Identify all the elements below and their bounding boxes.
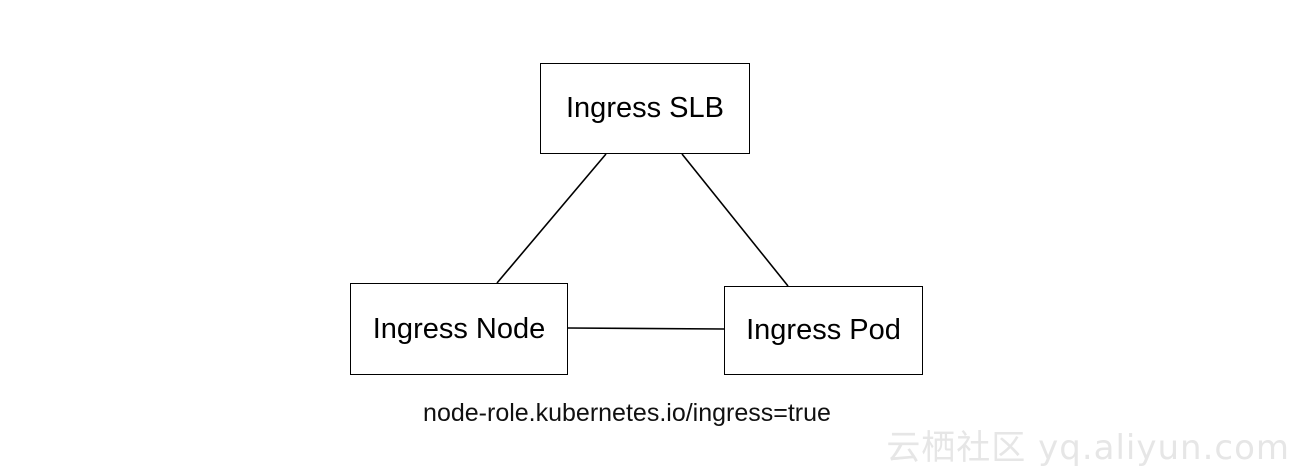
edge-slb-node bbox=[496, 153, 607, 284]
ingress-pod-box: Ingress Pod bbox=[724, 286, 923, 375]
ingress-slb-box: Ingress SLB bbox=[540, 63, 750, 154]
edge-node-pod bbox=[567, 327, 725, 330]
node-role-caption: node-role.kubernetes.io/ingress=true bbox=[423, 399, 831, 427]
ingress-slb-label: Ingress SLB bbox=[566, 92, 724, 124]
ingress-node-label: Ingress Node bbox=[372, 312, 546, 345]
ingress-node-box: Ingress Node bbox=[350, 283, 568, 375]
watermark: 云栖社区 yq.aliyun.com bbox=[886, 428, 1290, 468]
edge-slb-pod bbox=[681, 153, 789, 287]
ingress-pod-label: Ingress Pod bbox=[746, 314, 901, 346]
